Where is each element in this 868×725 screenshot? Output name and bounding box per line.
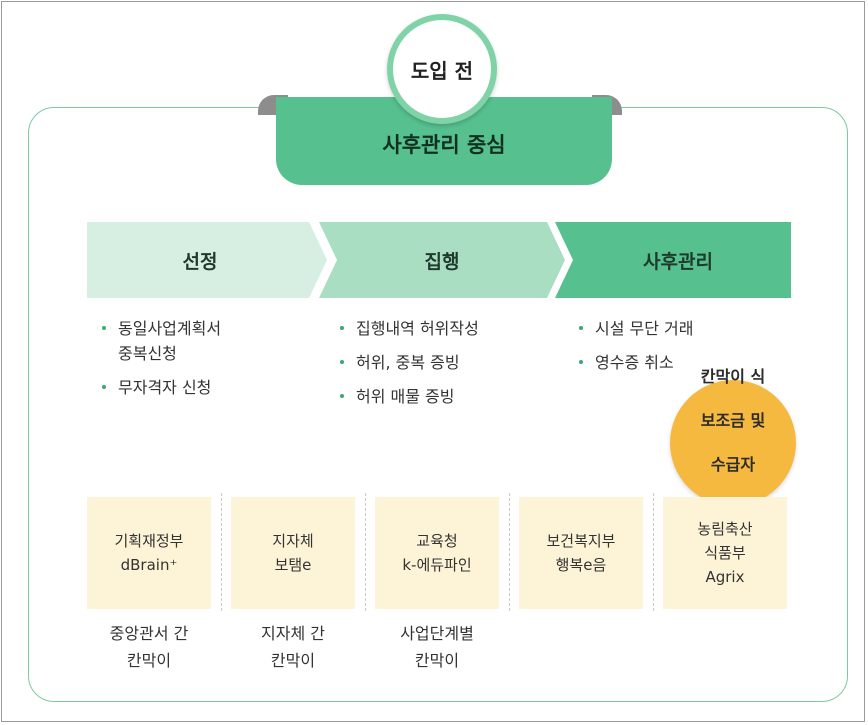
- ribbon-label: 사후관리 중심: [382, 133, 506, 157]
- agency-system: 행복e음: [555, 556, 607, 574]
- agency-card-education: 교육청 k-에듀파인: [375, 497, 499, 609]
- post-management-issues: 시설 무단 거래 영수증 취소: [573, 316, 793, 384]
- stage-label: 집행: [424, 250, 460, 273]
- stage-execution: 집행: [319, 222, 565, 298]
- agency-card-welfare: 보건복지부 행복e음: [519, 497, 643, 609]
- issue-item: 시설 무단 거래: [573, 316, 793, 341]
- divider: [509, 493, 510, 611]
- silo-line: 사업단계별: [400, 624, 474, 643]
- agency-card-local-gov: 지자체 보탬e: [231, 497, 355, 609]
- silo-line: 칸막이: [126, 651, 172, 670]
- silo-line: 중앙관서 간: [109, 624, 189, 643]
- silo-line: 지자체 간: [261, 624, 325, 643]
- divider: [221, 493, 222, 611]
- agency-system: Agrix: [705, 568, 745, 586]
- agency-system: dBrain⁺: [120, 556, 178, 574]
- issue-item: 집행내역 허위작성: [334, 316, 554, 341]
- agency-name: 기획재정부: [114, 532, 184, 550]
- stage-label: 선정: [182, 250, 218, 273]
- highlight-line: 보조금 및: [700, 411, 766, 430]
- agency-name: 농림축산: [697, 520, 753, 538]
- highlight-line: 수급자: [710, 455, 756, 474]
- agency-name: 식품부: [704, 544, 746, 562]
- silo-line: 칸막이: [270, 651, 316, 670]
- silo-label-stage: 사업단계별 칸막이: [375, 620, 499, 674]
- silo-label-central: 중앙관서 간 칸막이: [87, 620, 211, 674]
- agency-name: 지자체: [272, 532, 314, 550]
- agency-name: 보건복지부: [546, 532, 616, 550]
- issue-item: 동일사업계획서 중복신청: [96, 316, 316, 366]
- agency-name: 교육청: [416, 532, 458, 550]
- agency-card-agriculture: 농림축산 식품부 Agrix: [663, 497, 787, 609]
- stage-post-management: 사후관리: [555, 222, 791, 298]
- highlight-line: 칸막이 식: [700, 367, 766, 386]
- silo-highlight-circle: 칸막이 식 보조금 및 수급자 관리: [670, 367, 796, 518]
- process-stages: 선정 집행 사후관리: [87, 222, 791, 298]
- badge-label: 도입 전: [410, 58, 474, 83]
- issue-item: 허위, 중복 증빙: [334, 350, 554, 375]
- issue-item: 허위 매물 증빙: [334, 384, 554, 409]
- divider: [365, 493, 366, 611]
- execution-issues: 집행내역 허위작성 허위, 중복 증빙 허위 매물 증빙: [334, 316, 554, 418]
- issue-line: 중복신청: [118, 344, 177, 363]
- stage-label: 사후관리: [643, 250, 713, 273]
- silo-line: 칸막이: [414, 651, 460, 670]
- before-badge: 도입 전: [387, 14, 497, 124]
- issue-item: 무자격자 신청: [96, 375, 316, 400]
- silo-label-local: 지자체 간 칸막이: [231, 620, 355, 674]
- selection-issues: 동일사업계획서 중복신청 무자격자 신청: [96, 316, 316, 409]
- stage-selection: 선정: [87, 222, 327, 298]
- agency-card-moef: 기획재정부 dBrain⁺: [87, 497, 211, 609]
- issue-item: 영수증 취소: [573, 350, 793, 375]
- divider: [653, 493, 654, 611]
- agency-system: 보탬e: [274, 556, 312, 574]
- issue-line: 동일사업계획서: [118, 319, 222, 338]
- agency-system: k-에듀파인: [402, 556, 472, 574]
